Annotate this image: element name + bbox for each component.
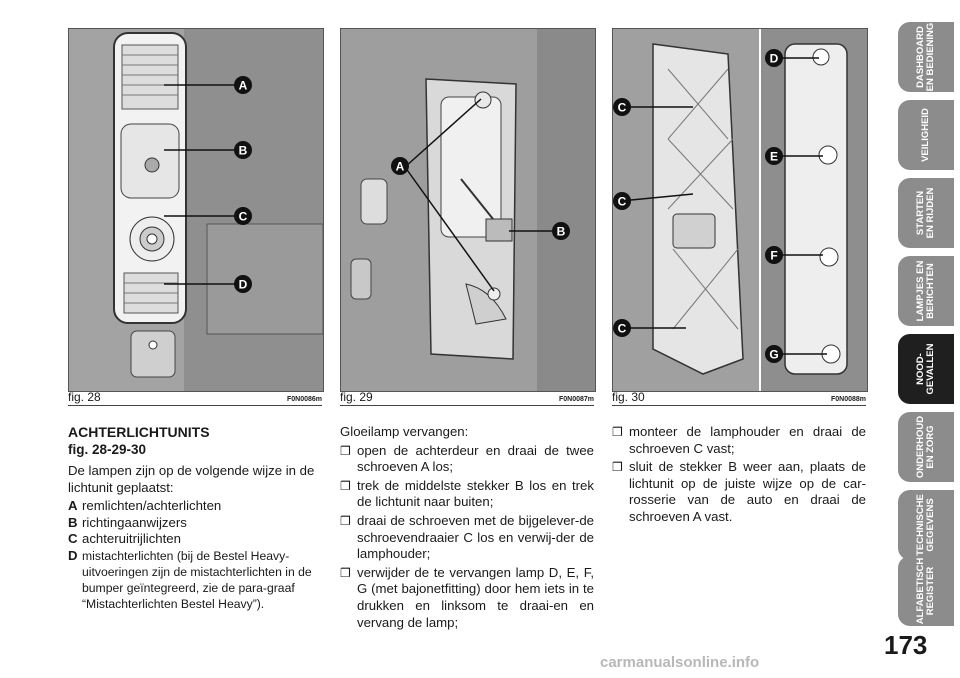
checkbox-bullet-icon: ❒ [612,460,623,475]
tab-noodgevallen[interactable]: NOOD- GEVALLEN [898,334,954,404]
svg-text:F: F [770,249,777,263]
bullet-item: ❒ trek de middelste stekker B los en tre… [340,478,594,511]
figure-30-illustration: D C E C F C G [613,29,867,391]
figure-30-caption: fig. 30 F0N0088m [612,390,866,406]
figure-28-number: fig. 28 [68,390,101,404]
bullet-text: monteer de lamphouder en draai de schroe… [629,424,866,456]
svg-text:D: D [770,52,779,66]
callout-C: C [234,207,252,225]
svg-text:G: G [769,348,778,362]
svg-text:A: A [396,160,405,174]
svg-text:D: D [239,278,248,292]
tab-technische-gegevens[interactable]: TECHNISCHE GEGEVENS [898,490,954,560]
figure-29-code: F0N0087m [558,396,594,403]
figure-29-illustration: A B [341,29,595,391]
legend-item-c: C achteruitrijlichten [68,531,322,548]
svg-text:A: A [239,79,248,93]
callout-F: F [765,246,783,264]
svg-text:C: C [618,195,627,209]
checkbox-bullet-icon: ❒ [340,513,351,528]
bullet-item: ❒ verwijder de te vervangen lamp D, E, F… [340,565,594,631]
figure-30-code: F0N0088m [830,396,866,403]
legend-item-d: D mistachterlichten (bij de Bestel Heavy… [68,548,322,612]
intro-paragraph: De lampen zijn op de volgende wijze in d… [68,463,315,495]
tab-label: LAMPJES EN BERICHTEN [915,260,936,322]
figure-28-code: F0N0086m [286,396,322,403]
legend-key: A [68,498,78,514]
tab-veiligheid[interactable]: VEILIGHEID [898,100,954,170]
figure-29: A B [340,28,596,392]
svg-text:B: B [239,144,248,158]
svg-text:C: C [618,322,627,336]
tab-label: DASHBOARD EN BEDIENING [915,22,936,92]
legend-key: C [68,531,78,547]
tab-lampjes-en-berichten[interactable]: LAMPJES EN BERICHTEN [898,256,954,326]
callout-C: C [613,192,631,210]
column-2: Gloeilamp vervangen: ❒ open de achterdeu… [340,424,594,633]
legend-text: achteruitrijlichten [82,531,181,547]
checkbox-bullet-icon: ❒ [340,443,351,458]
procedure-intro: Gloeilamp vervangen: [340,424,469,439]
legend-text: richtingaanwijzers [82,514,187,530]
legend-text: remlichten/achterlichten [82,498,222,514]
bullet-text: sluit de stekker B weer aan, plaats de l… [629,459,866,524]
figure-reference: fig. 28-29-30 [68,442,147,457]
bullet-item: ❒ monteer de lamphouder en draai de schr… [612,424,866,457]
column-1: ACHTERLICHTUNITS fig. 28-29-30 De lampen… [68,424,322,612]
page-number: 173 [884,630,928,660]
svg-text:C: C [239,210,248,224]
figure-28-illustration: A B C D [69,29,323,391]
tab-label: TECHNISCHE GEGEVENS [915,494,936,556]
legend-item-a: A remlichten/achterlichten [68,498,322,515]
bullet-text: open de achterdeur en draai de twee schr… [357,442,594,475]
figure-29-number: fig. 29 [340,390,373,404]
legend-text: mistachterlichten (bij de Bestel Heavy-u… [82,548,312,611]
svg-text:C: C [618,101,627,115]
callout-A: A [234,76,252,94]
watermark: carmanualsonline.info [600,654,760,671]
checkbox-bullet-icon: ❒ [340,565,351,580]
figure-28-caption: fig. 28 F0N0086m [68,390,322,406]
bullet-text: verwijder de te vervangen lamp D, E, F, … [357,564,594,630]
callout-D: D [234,275,252,293]
callout-D: D [765,49,783,67]
column-3: ❒ monteer de lamphouder en draai de schr… [612,424,866,528]
callout-B: B [234,141,252,159]
section-heading: ACHTERLICHTUNITS [68,424,210,440]
tab-label: STARTEN EN RIJDEN [915,187,936,239]
tab-starten-en-rijden[interactable]: STARTEN EN RIJDEN [898,178,954,248]
legend-item-b: B richtingaanwijzers [68,515,322,532]
bullet-item: ❒ sluit de stekker B weer aan, plaats de… [612,459,866,525]
svg-text:B: B [557,225,566,239]
bullet-text: draai de schroeven met de bijgelever-de … [357,512,594,562]
tab-dashboard-en-bediening[interactable]: DASHBOARD EN BEDIENING [898,22,954,92]
bullet-item: ❒ draai de schroeven met de bijgelever-d… [340,513,594,563]
callout-B: B [552,222,570,240]
svg-text:E: E [770,150,778,164]
legend-key: D [68,547,78,563]
tab-label: NOOD- GEVALLEN [915,343,936,395]
figure-28: A B C D [68,28,324,392]
figure-30: D C E C F C G [612,28,868,392]
tab-label: ALFABETISCH REGISTER [915,557,936,625]
bullet-item: ❒ open de achterdeur en draai de twee sc… [340,443,594,476]
callout-C: C [613,98,631,116]
figure-29-caption: fig. 29 F0N0087m [340,390,594,406]
figure-30-number: fig. 30 [612,390,645,404]
callout-G: G [765,345,783,363]
tab-label: ONDERHOUD EN ZORG [915,415,936,479]
tab-alfabetisch-register[interactable]: ALFABETISCH REGISTER [898,556,954,626]
legend-key: B [68,514,78,530]
callout-E: E [765,147,783,165]
bullet-text: trek de middelste stekker B los en trek … [357,477,594,510]
tab-label: VEILIGHEID [920,108,931,162]
checkbox-bullet-icon: ❒ [340,478,351,493]
tab-onderhoud-en-zorg[interactable]: ONDERHOUD EN ZORG [898,412,954,482]
callout-A: A [391,157,409,175]
checkbox-bullet-icon: ❒ [612,425,623,439]
callout-C: C [613,319,631,337]
